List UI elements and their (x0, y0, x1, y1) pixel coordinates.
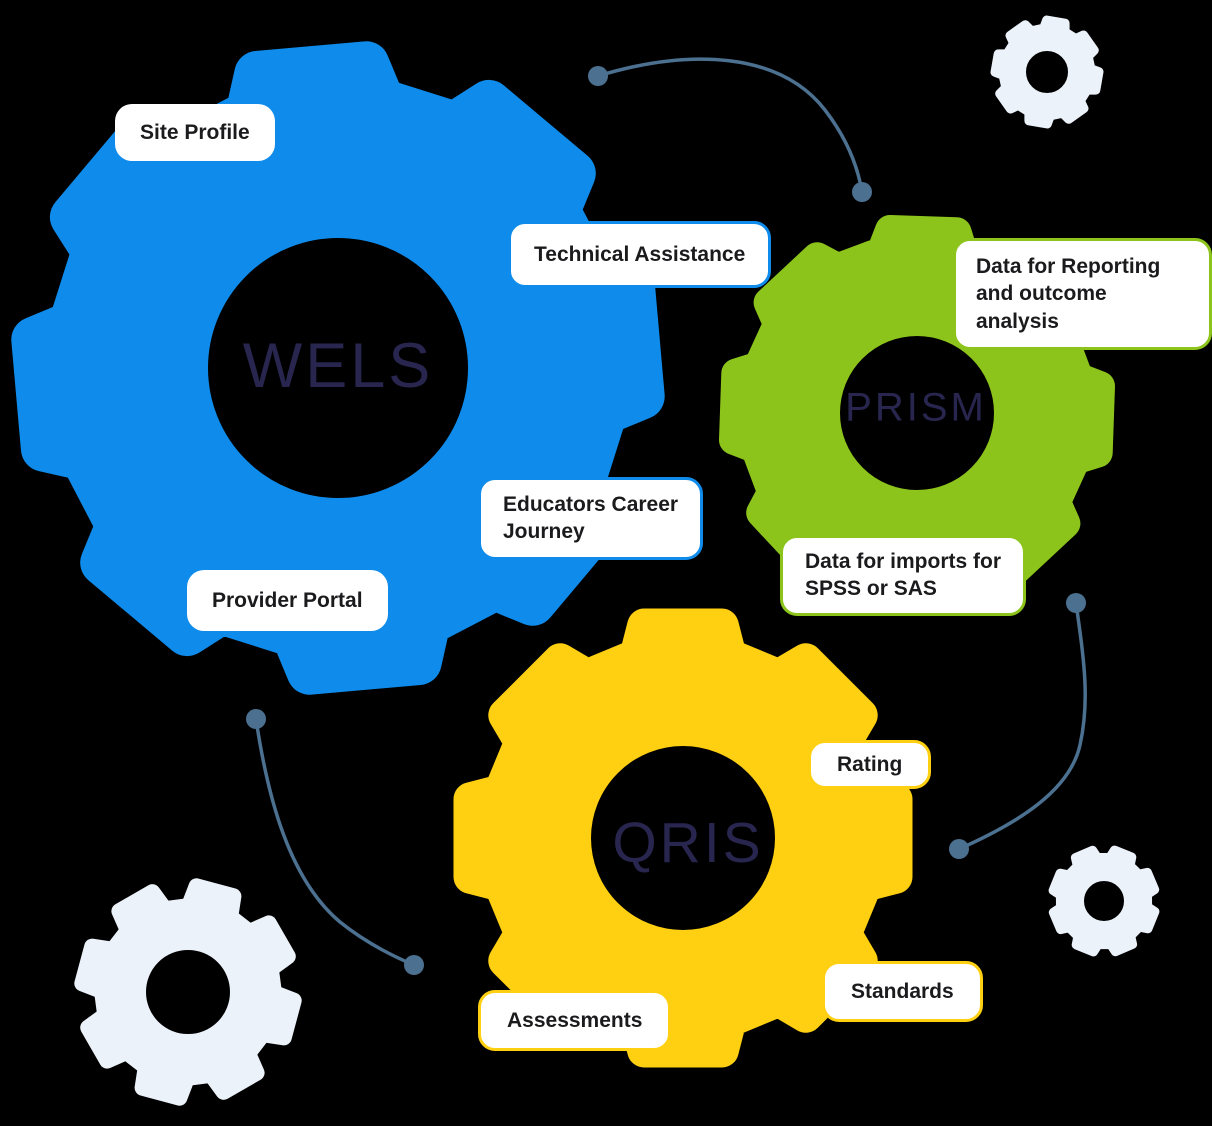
label-technical-assistance: Technical Assistance (508, 221, 772, 289)
connector-dot (949, 839, 969, 859)
label-site-profile: Site Profile (115, 104, 275, 162)
connector-dot (852, 182, 872, 202)
connector-dot (588, 66, 608, 86)
prism-gear-title: PRISM (845, 385, 987, 430)
wels-gear-title: WELS (242, 331, 434, 401)
connector-wels-qris (254, 718, 415, 967)
connector-lines (246, 57, 1087, 975)
label-rating: Rating (808, 740, 932, 790)
label-standards: Standards (822, 961, 983, 1023)
qris-gear (453, 608, 913, 1068)
label-educators-career: Educators Career Journey (478, 477, 704, 560)
label-data-reporting: Data for Reporting and outcome analysis (953, 238, 1212, 350)
label-data-imports: Data for imports for SPSS or SAS (780, 535, 1027, 616)
connector-wels-prism (597, 57, 864, 193)
connector-prism-qris (958, 602, 1087, 851)
qris-gear-title: QRIS (612, 811, 764, 875)
label-provider-portal: Provider Portal (187, 570, 388, 632)
label-assessments: Assessments (478, 990, 672, 1052)
small-gear-icon (1048, 845, 1160, 957)
small-gear-icon (74, 878, 302, 1106)
connector-dot (404, 955, 424, 975)
small-gear-icon (990, 15, 1104, 129)
connector-dot (246, 709, 266, 729)
connector-dot (1066, 593, 1086, 613)
